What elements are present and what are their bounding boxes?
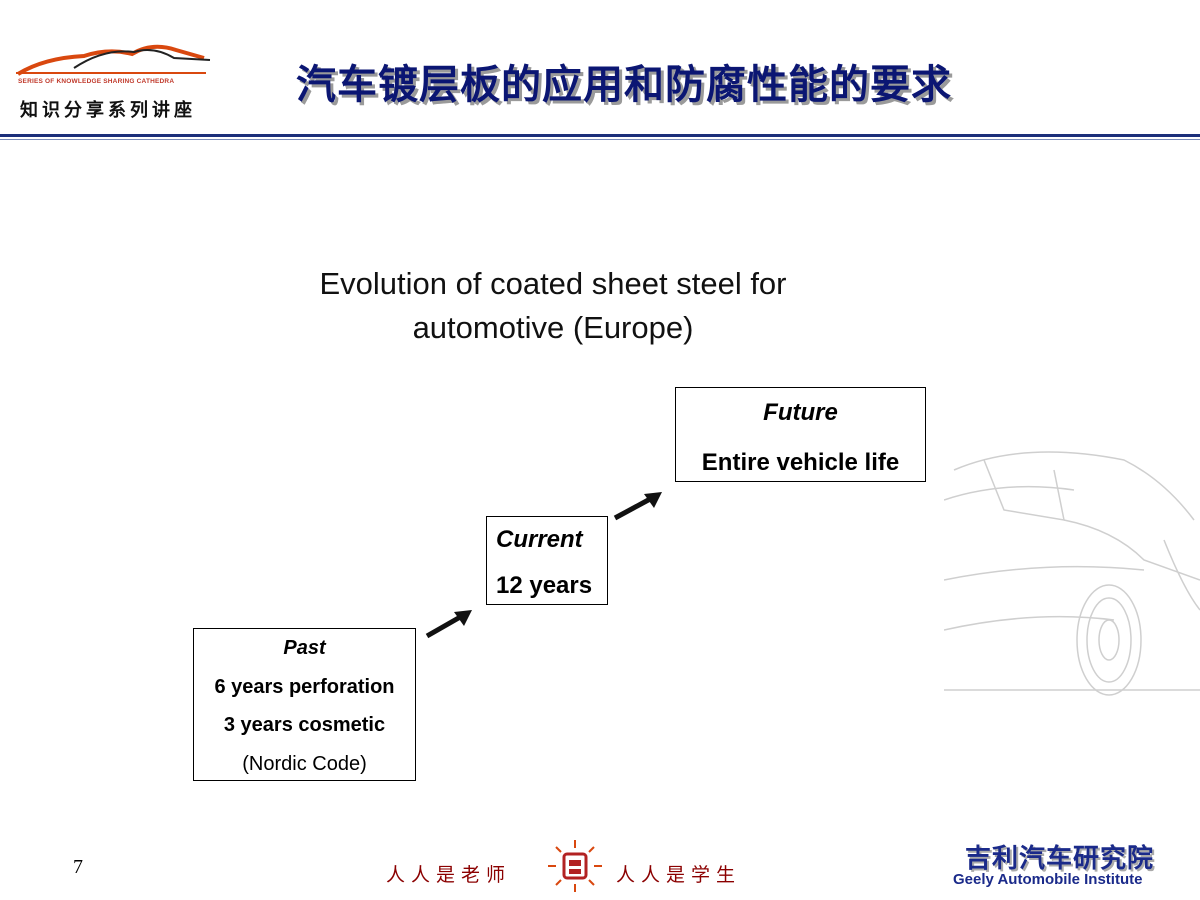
slide-title: 汽车镀层板的应用和防腐性能的要求 [296,62,952,108]
page-number: 7 [73,856,83,878]
car-silhouette-logo-icon [16,44,211,76]
past-perforation: 6 years perforation [214,675,395,698]
logo-tagline: SERIES OF KNOWLEDGE SHARING CATHEDRA [18,78,175,85]
past-label: Past [283,637,326,659]
sun-emblem-icon [548,840,602,892]
current-years: 12 years [496,572,593,599]
current-label: Current [496,526,583,553]
header-divider-thin [0,139,1200,140]
car-sketch-image [944,451,1200,696]
past-cosmetic: 3 years cosmetic [223,714,386,736]
future-label: Future [763,399,838,426]
subtitle-line-1: Evolution of coated sheet steel for [319,266,787,301]
institute-name-en: Geely Automobile Institute [953,871,1143,888]
arrow-past-to-current-icon [425,610,472,639]
past-stage-box: Past 6 years perforation 3 years cosmeti… [193,628,416,781]
diagram-subtitle: Evolution of coated sheet steel for auto… [253,262,853,350]
future-duration: Entire vehicle life [701,449,900,476]
subtitle-line-2: automotive (Europe) [412,310,694,345]
slogan-left: 人人是老师 [386,864,512,886]
arrow-current-to-future-icon [613,492,662,521]
future-stage-box: Future Entire vehicle life [675,387,926,482]
logo-series-title: 知识分享系列讲座 [20,100,196,121]
current-stage-box: Current 12 years [486,516,608,605]
header-divider [0,134,1200,137]
slogan-right: 人人是学生 [616,864,742,886]
past-code: (Nordic Code) [242,752,367,775]
logo: SERIES OF KNOWLEDGE SHARING CATHEDRA 知识分… [14,38,214,123]
institute-name-cn: 吉利汽车研究院 [965,844,1155,874]
